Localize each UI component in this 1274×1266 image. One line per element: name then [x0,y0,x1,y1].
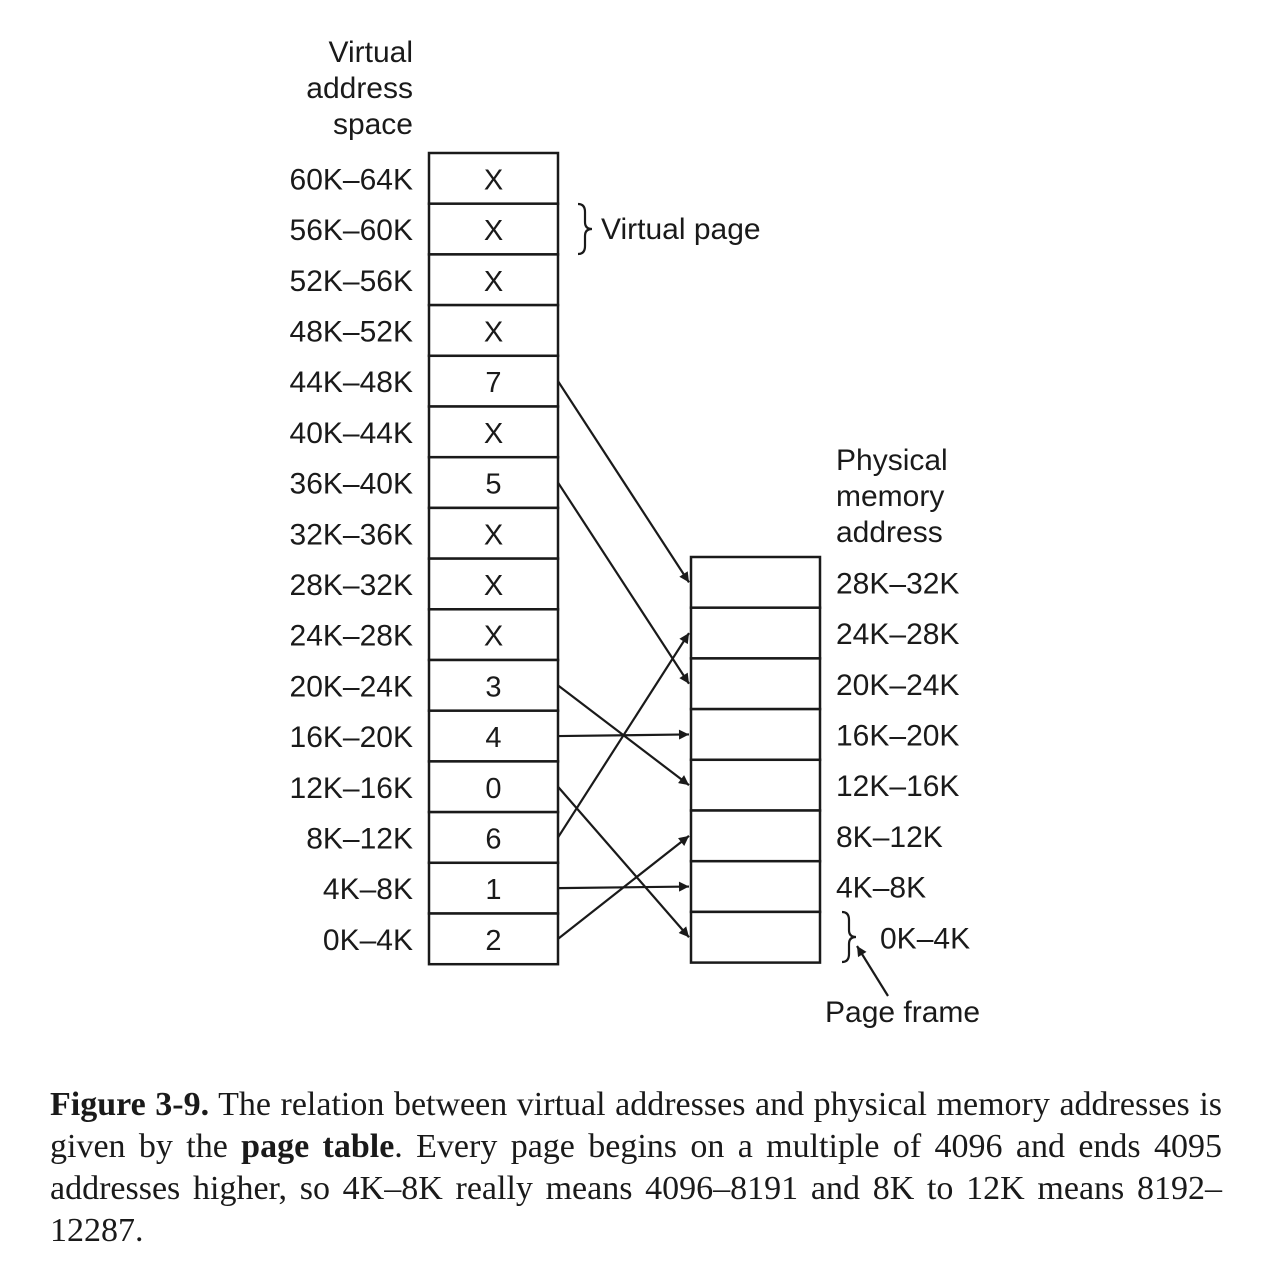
page-table-entry: X [484,621,503,653]
physical-memory: 28K–32K 24K–28K 20K–24K 16K–20K 12K–16K 8K–12… [689,555,970,964]
page-frame-pointer [856,945,889,997]
page-frame-cell [689,606,822,660]
virtual-range-label: 8K–12K [306,822,413,855]
virtual-range-label: 20K–24K [290,670,413,703]
page-frame-cell [689,758,822,812]
virtual-range-label: 52K–56K [290,265,413,298]
virtual-range-label: 0K–4K [323,924,413,957]
physical-range-label: 0K–4K [880,922,970,955]
mapping-arrow [557,481,690,685]
physical-heading-line-2: memory [836,480,944,513]
page-table-entry: 3 [485,671,501,703]
page-table-entry: 1 [485,874,501,906]
virtual-page-cell [427,506,560,560]
page-table-entry: 6 [485,823,501,855]
virtual-range-label: 28K–32K [290,569,413,602]
page-frame-label: Page frame [825,996,980,1029]
physical-range-label: 16K–20K [836,719,959,752]
page-table-entry: 0 [485,773,501,805]
physical-range-label: 12K–16K [836,770,959,803]
virtual-range-label: 36K–40K [290,468,413,501]
virtual-range-label: 32K–36K [290,518,413,551]
virtual-page-cell [427,202,560,256]
page-frame-cell [689,707,822,762]
physical-range-label: 28K–32K [836,567,959,600]
page-table-entry: X [484,215,503,247]
virtual-page-cell [427,608,560,662]
virtual-address-space: 60K–64K X 56K–60K X 52K–56K X 48K–52K X 44K–48K 7… [290,151,560,966]
caption-text-2: . Every page begins on a multiple of 409… [50,1128,1223,1249]
virtual-range-label: 12K–16K [290,772,413,805]
page-table-entry: 5 [485,469,501,501]
physical-range-label: 24K–28K [836,618,959,651]
page-table-diagram: Virtual address space Physical memory ad… [290,36,981,1029]
virtual-range-label: 48K–52K [290,315,413,348]
virtual-page-cell [427,810,560,865]
physical-range-label: 20K–24K [836,669,959,702]
physical-heading-line-1: Physical [836,444,948,477]
virtual-range-label: 40K–44K [290,417,413,450]
page-table-entry: X [484,316,503,348]
page-frame-cell [689,555,822,609]
mapping-arrow [557,834,690,940]
figure-caption: Figure 3-9. The relation between virtual… [50,1084,1222,1252]
page-mappings [557,380,690,940]
virtual-page-brace [577,202,593,256]
page-table-entry: X [484,418,503,450]
virtual-range-label: 44K–48K [290,366,413,399]
mapping-arrow [557,380,690,583]
caption-bold-term: page table [241,1128,395,1165]
page-frame-cell [689,657,822,711]
virtual-page-cell [427,760,560,814]
virtual-range-label: 56K–60K [290,214,413,247]
mapping-arrow [557,786,690,938]
page-table-entry: X [484,519,503,551]
virtual-range-label: 60K–64K [290,163,413,196]
page-table-entry: X [484,570,503,602]
virtual-heading-line-3: space [333,108,413,141]
virtual-page-cell [427,912,560,966]
physical-heading-line-3: address [836,516,943,549]
page-table-entry: 4 [485,722,501,754]
physical-range-label: 8K–12K [836,821,943,854]
page-frame-cell [689,809,822,863]
page-table-entry: X [484,164,503,196]
virtual-page-label: Virtual page [601,213,761,246]
virtual-page-cell [427,405,560,459]
virtual-page-cell [427,557,560,611]
page-frame-cell [689,859,822,914]
virtual-page-cell [427,861,560,915]
physical-range-label: 4K–8K [836,872,926,905]
virtual-range-label: 16K–20K [290,721,413,754]
virtual-heading-line-1: Virtual [329,36,414,69]
page-frame-brace [841,910,857,964]
virtual-page-cell [427,658,560,712]
page-table-entry: 2 [485,925,501,957]
mapping-arrow [557,632,690,839]
virtual-range-label: 4K–8K [323,873,413,906]
virtual-heading-line-2: address [306,72,413,105]
page-table-entry: X [484,266,503,298]
page-table-entry: 7 [485,367,501,399]
figure-label: Figure 3-9. [50,1086,210,1123]
caption-text-1: The relation between virtual addresses a… [50,1086,1223,1165]
page-frame-cell [689,910,822,964]
virtual-range-label: 24K–28K [290,620,413,653]
